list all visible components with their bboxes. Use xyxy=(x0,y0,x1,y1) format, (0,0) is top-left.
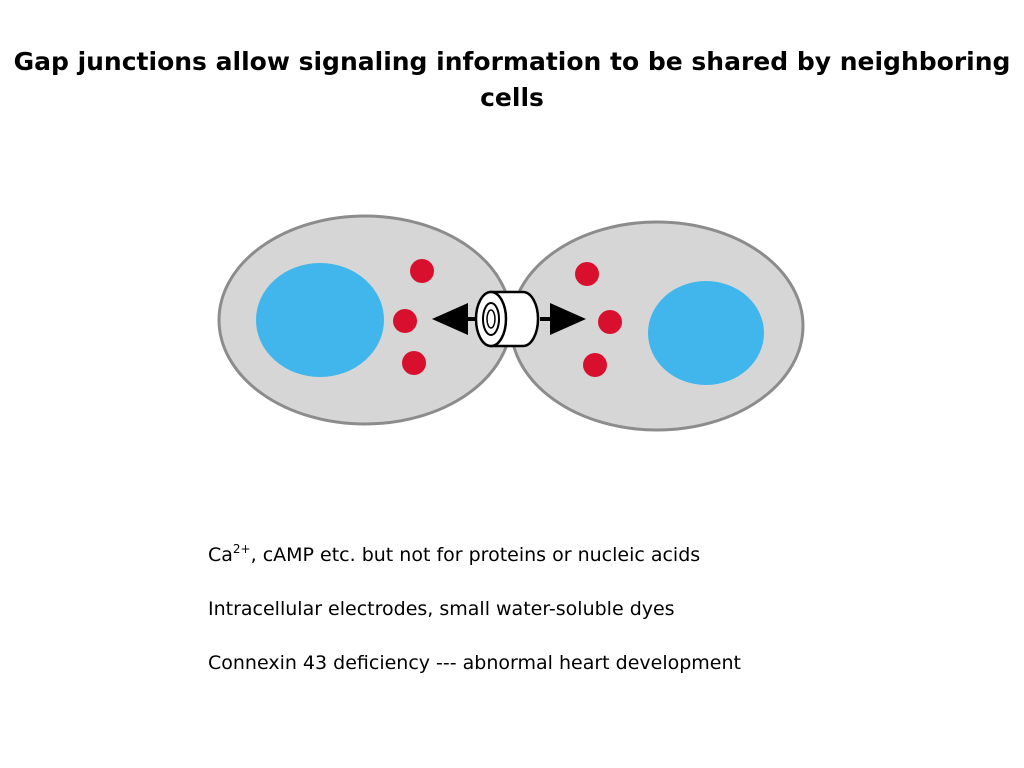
left-molecule xyxy=(410,259,434,283)
left-molecule xyxy=(402,351,426,375)
left-cell-nucleus xyxy=(256,263,384,377)
right-cell-nucleus xyxy=(648,281,764,385)
notes-list: Ca2+, cAMP etc. but not for proteins or … xyxy=(208,540,988,702)
note-ca-camp: Ca2+, cAMP etc. but not for proteins or … xyxy=(208,540,988,570)
note-connexin: Connexin 43 deficiency --- abnormal hear… xyxy=(208,652,741,674)
gap-junction-channel-icon xyxy=(474,290,540,348)
note-ca-prefix: Ca xyxy=(208,544,233,566)
right-cell xyxy=(509,220,805,432)
right-molecule xyxy=(583,353,607,377)
slide-title: Gap junctions allow signaling informatio… xyxy=(13,47,1011,112)
right-molecule xyxy=(575,262,599,286)
note-ca-superscript: 2+ xyxy=(232,542,251,556)
note-ca-rest: , cAMP etc. but not for proteins or nucl… xyxy=(250,544,701,566)
right-molecule xyxy=(598,310,622,334)
left-molecule xyxy=(393,309,417,333)
note-electrodes: Intracellular electrodes, small water-so… xyxy=(208,598,675,620)
left-cell xyxy=(217,214,513,426)
